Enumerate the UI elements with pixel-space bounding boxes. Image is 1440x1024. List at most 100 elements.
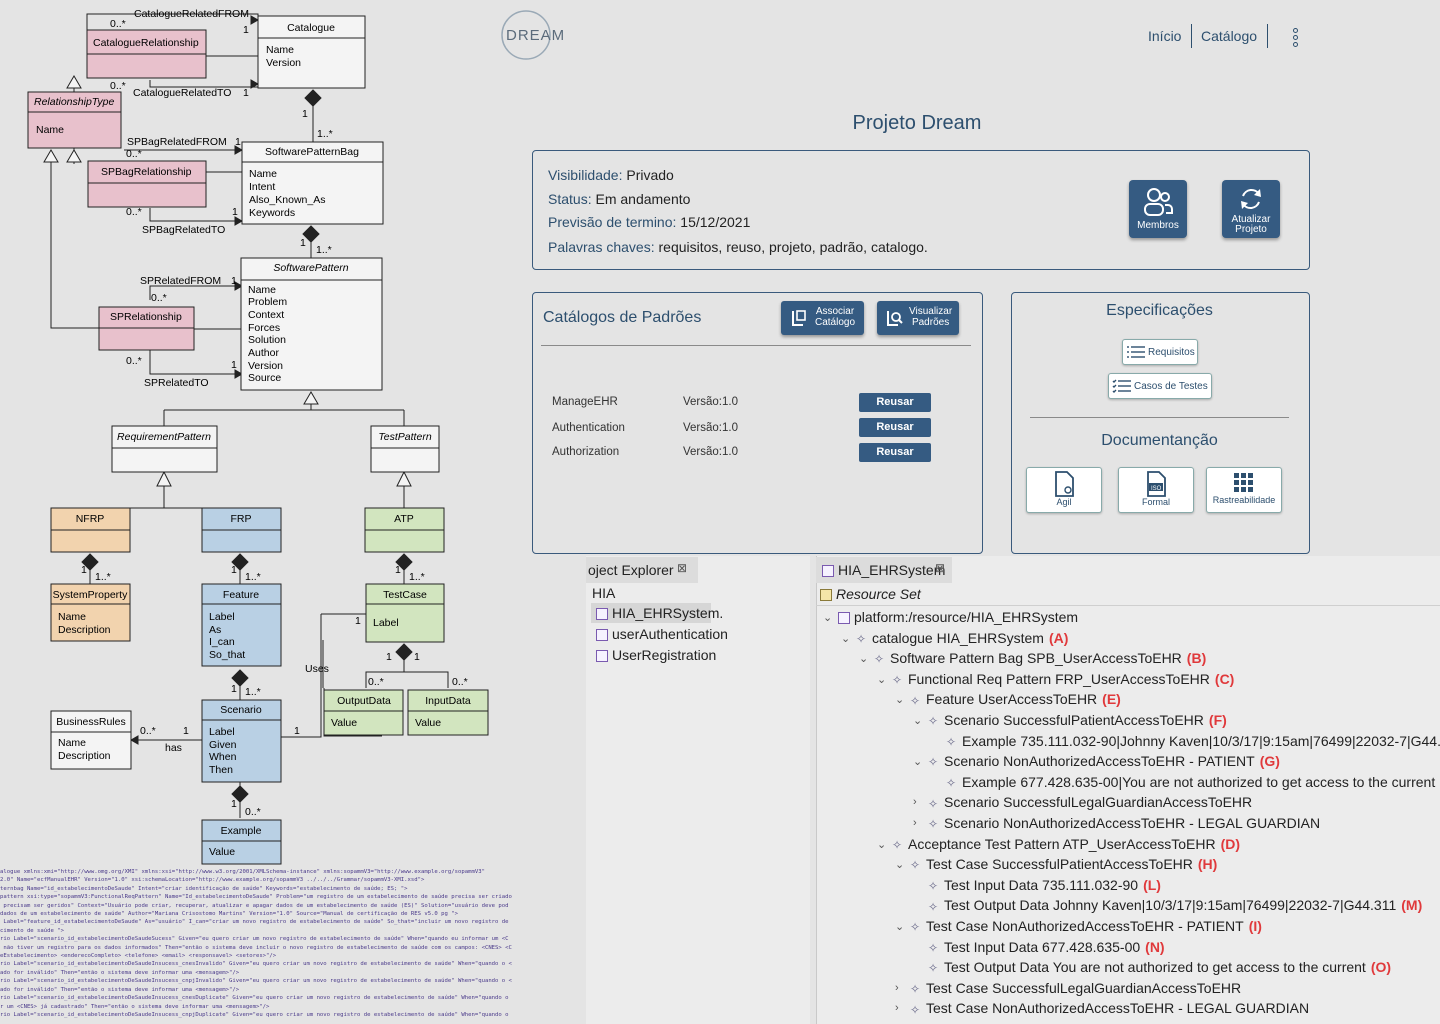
chevron-right-icon[interactable]: ›	[913, 817, 917, 829]
tree-node[interactable]: ✧Test Output Data Johnny Kaven|10/3/17|9…	[928, 897, 1423, 914]
svg-text:0..*: 0..*	[110, 18, 126, 30]
reuse-button[interactable]: Reusar	[859, 393, 931, 412]
tree-node[interactable]: ✧Test Case NonAuthorizedAccessToEHR - LE…	[910, 1000, 1310, 1017]
close-icon[interactable]: ⊠	[677, 561, 688, 575]
explorer-item[interactable]: UserRegistration	[596, 647, 716, 663]
svg-text:Value: Value	[331, 717, 357, 729]
chevron-down-icon[interactable]: ⌄	[859, 653, 869, 666]
update-project-button[interactable]: Atualizar Projeto	[1222, 180, 1280, 238]
svg-text:Forces: Forces	[248, 322, 280, 334]
svg-text:Value: Value	[209, 846, 235, 858]
tree-node[interactable]: ✧Feature UserAccessToEHR(E)	[910, 691, 1121, 708]
documentation-title: Documentanção	[1101, 432, 1218, 449]
svg-text:0..*: 0..*	[126, 206, 142, 218]
svg-text:RequirementPattern: RequirementPattern	[117, 431, 211, 443]
model-element-icon: ✧	[946, 776, 957, 791]
svg-text:SPRelatedFROM: SPRelatedFROM	[140, 275, 221, 287]
tree-node[interactable]: platform:/resource/HIA_EHRSystem	[838, 609, 1078, 625]
editor-tab[interactable]	[816, 557, 952, 583]
model-element-icon: ✧	[928, 796, 939, 811]
tree-node[interactable]: ✧Test Input Data 677.428.635-00(N)	[928, 938, 1165, 955]
tree-node[interactable]: ✧Test Case NonAuthorizedAccessToEHR - PA…	[910, 918, 1262, 935]
chevron-down-icon[interactable]: ⌄	[823, 612, 833, 624]
explorer-tab[interactable]	[586, 557, 698, 583]
annotation-tag: (I)	[1248, 918, 1262, 934]
tree-node[interactable]: ✧Scenario SuccessfulPatientAccessToEHR(F…	[928, 712, 1227, 729]
tree-node[interactable]: ✧Acceptance Test Pattern ATP_UserAccessT…	[892, 835, 1241, 852]
chevron-right-icon[interactable]: ›	[913, 796, 917, 809]
xml-line: pattern xsi:type="sopammV3:FunctionalReq…	[0, 894, 512, 901]
explorer-root[interactable]: HIA	[592, 585, 616, 601]
svg-text:0..*: 0..*	[151, 292, 167, 304]
svg-text:NFRP: NFRP	[76, 513, 105, 525]
svg-text:0..*: 0..*	[110, 80, 126, 92]
requirements-button[interactable]: Requisitos	[1122, 339, 1198, 365]
tree-node[interactable]: ✧Scenario SuccessfulLegalGuardianAccessT…	[928, 794, 1253, 811]
svg-text:1: 1	[294, 725, 300, 737]
uml-catalogue: Catalogue Name Version	[257, 15, 366, 89]
dream-logo: DREAM	[498, 8, 564, 62]
uml-scenario: Scenario Label Given When Then	[201, 699, 282, 783]
tree-node[interactable]: ✧Test Case SuccessfulPatientAccessToEHR(…	[910, 856, 1218, 873]
chevron-right-icon[interactable]: ›	[895, 1002, 899, 1015]
explorer-item[interactable]: HIA_EHRSystem.	[596, 605, 723, 621]
xml-line: rio Label="scenario_id_estabelecimentoDe…	[0, 978, 512, 985]
catalog-name: ManageEHR	[552, 396, 618, 408]
svg-text:TestCase: TestCase	[383, 589, 427, 601]
chevron-down-icon[interactable]: ⌄	[895, 859, 905, 872]
chevron-down-icon[interactable]: ⌄	[877, 838, 887, 851]
tree-node[interactable]: ✧Test Output Data You are not authorized…	[928, 959, 1392, 976]
list-icon	[1127, 346, 1145, 358]
uml-atp: ATP	[364, 507, 445, 553]
annotation-tag: (O)	[1370, 959, 1392, 976]
annotation-tag: (F)	[1208, 712, 1227, 728]
nav-inicio[interactable]: Início	[1148, 28, 1182, 44]
nav-separator	[1191, 24, 1192, 48]
test-cases-button[interactable]: Casos de Testes	[1108, 373, 1212, 399]
chevron-down-icon[interactable]: ⌄	[841, 632, 851, 645]
xml-line: ado for inválido" Then="então o sistema …	[0, 986, 240, 993]
chevron-down-icon[interactable]: ⌄	[895, 921, 905, 933]
visibility-row: Visibilidade: Privado	[548, 167, 674, 183]
tree-node[interactable]: ✧catalogue HIA_EHRSystem(A)	[856, 629, 1069, 646]
svg-text:Name: Name	[58, 737, 86, 749]
deadline-row: Previsão de termino: 15/12/2021	[548, 214, 751, 230]
svg-text:Description: Description	[58, 750, 111, 762]
members-button[interactable]: Membros	[1129, 180, 1187, 238]
chevron-down-icon[interactable]: ⌄	[913, 756, 923, 769]
specifications-title: Especificações	[1106, 302, 1213, 319]
svg-text:InputData: InputData	[425, 695, 471, 707]
model-element-icon: ✧	[910, 858, 921, 873]
chevron-down-icon[interactable]: ⌄	[877, 673, 887, 686]
model-element-icon: ✧	[910, 693, 921, 708]
traceability-button[interactable]: Rastreabilidade	[1206, 467, 1282, 513]
reuse-button[interactable]: Reusar	[859, 443, 931, 462]
tree-node[interactable]: ✧Test Case SuccessfulLegalGuardianAccess…	[910, 979, 1242, 997]
tree-node[interactable]: ✧Test Input Data 735.111.032-90(L)	[928, 876, 1161, 894]
tree-node[interactable]: ✧Example 735.111.032-90|Johnny Kaven|10/…	[946, 732, 1440, 749]
chevron-right-icon[interactable]: ›	[895, 981, 899, 994]
formal-doc-button[interactable]: ISO Formal	[1118, 467, 1194, 513]
model-element-icon: ✧	[946, 734, 957, 749]
model-element-icon: ✧	[892, 673, 903, 688]
tree-node[interactable]: ✧Functional Req Pattern FRP_UserAccessTo…	[892, 670, 1235, 688]
close-icon[interactable]: ⊠	[935, 561, 946, 575]
svg-text:1: 1	[243, 87, 249, 99]
status-row: Status: Em andamento	[548, 191, 691, 207]
tree-node[interactable]: ✧Scenario NonAuthorizedAccessToEHR - PAT…	[928, 753, 1280, 770]
chevron-down-icon[interactable]: ⌄	[913, 715, 923, 727]
nav-catalogo[interactable]: Catálogo	[1201, 28, 1258, 44]
tree-node[interactable]: ✧Example 677.428.635-00|You are not auth…	[946, 773, 1436, 791]
svg-text:SPBagRelationship: SPBagRelationship	[101, 166, 192, 178]
agile-doc-button[interactable]: Agil	[1026, 467, 1102, 513]
more-menu-icon[interactable]	[1290, 26, 1300, 48]
chevron-down-icon[interactable]: ⌄	[895, 694, 905, 707]
svg-text:Name: Name	[248, 284, 276, 296]
xml-line: ternbag Name="id_estabelecimentoDeSaude"…	[0, 885, 408, 892]
tree-node[interactable]: ✧Scenario NonAuthorizedAccessToEHR - LEG…	[928, 815, 1321, 832]
explorer-item[interactable]: userAuthentication	[596, 626, 728, 642]
reuse-button[interactable]: Reusar	[859, 418, 931, 437]
tree-node[interactable]: ✧Software Pattern Bag SPB_UserAccessToEH…	[874, 650, 1207, 667]
